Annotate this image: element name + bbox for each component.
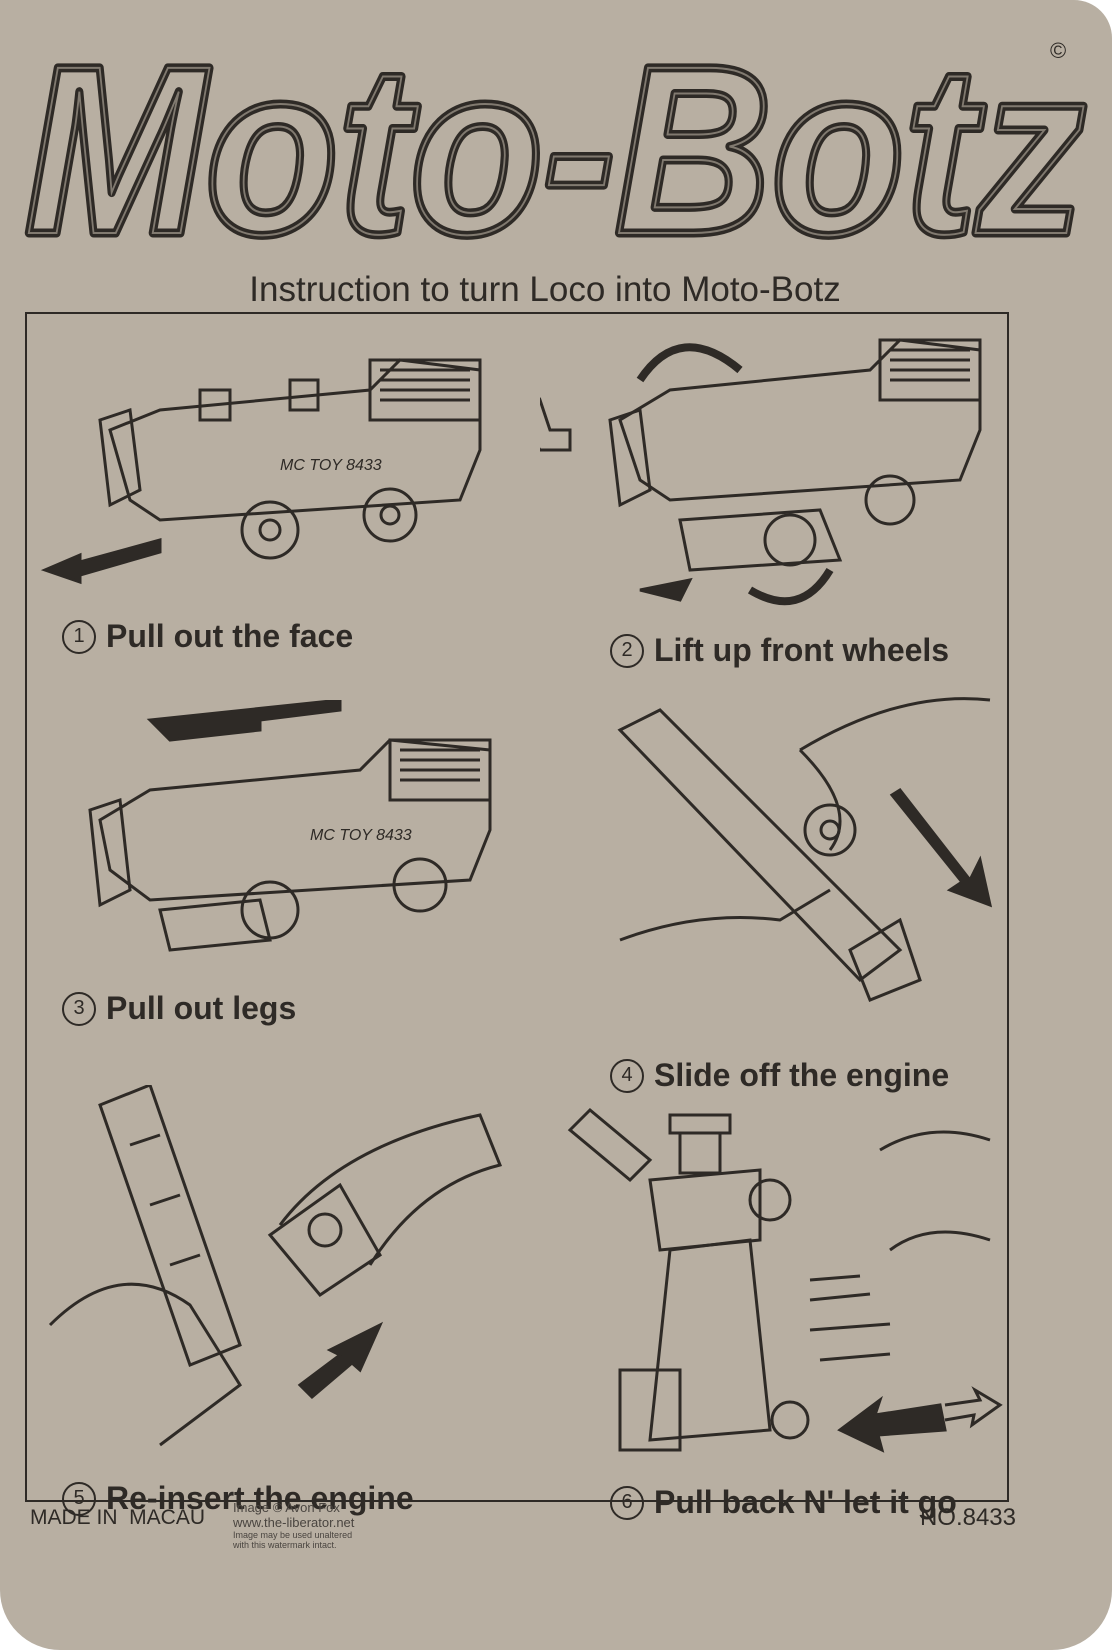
step-label: Slide off the engine (654, 1057, 950, 1093)
step-number: 4 (610, 1058, 644, 1093)
step-number: 1 (62, 619, 96, 654)
watermark-note: Image may be used unaltered (233, 1530, 353, 1540)
step-1-illustration: MC TOY 8433 (40, 330, 500, 590)
instruction-frame (25, 312, 1009, 1502)
step-3-caption: 3 Pull out legs (62, 990, 296, 1027)
svg-text:Moto-Botz: Moto-Botz (25, 18, 1085, 263)
subtitle: Instruction to turn Loco into Moto-Botz (249, 270, 841, 309)
image-watermark: Image © Avon Fox www.the-liberator.net I… (233, 1500, 354, 1550)
watermark-credit: Image © Avon Fox (233, 1500, 340, 1515)
model-number: NO.8433 (919, 1504, 1016, 1531)
step-4-caption: 4 Slide off the engine (610, 1057, 949, 1094)
step-5-caption: 5 Re-insert the engine (62, 1480, 414, 1517)
step-label: Pull out the face (106, 618, 354, 654)
step-2-caption: 2 Lift up front wheels (610, 632, 949, 669)
step-1-caption: 1 Pull out the face (62, 618, 353, 655)
step-5-illustration (40, 1083, 530, 1465)
step-6-caption: 6 Pull back N' let it go (610, 1484, 957, 1521)
step-label: Re-insert the engine (106, 1480, 414, 1516)
step-4-illustration (600, 690, 1000, 1050)
step-3-illustration: MC TOY 8433 (70, 698, 530, 980)
toy-marking: MC TOY 8433 (280, 457, 382, 474)
step-6-illustration (560, 1100, 1010, 1470)
step-2-illustration (518, 330, 1000, 620)
step-label: Pull out legs (106, 990, 297, 1026)
svg-text:Moto-Botz: Moto-Botz (25, 18, 1085, 263)
made-in-label: MADE IN MACAU (30, 1506, 206, 1529)
step-number: 3 (62, 991, 96, 1026)
step-number: 2 (610, 633, 644, 668)
moto-botz-logo: Moto-Botz Moto-Botz (21, 18, 1090, 263)
step-label: Lift up front wheels (654, 632, 950, 668)
watermark-url: www.the-liberator.net (233, 1515, 355, 1530)
step-label: Pull back N' let it go (654, 1484, 957, 1520)
copyright-mark: © (1050, 38, 1067, 63)
watermark-note: with this watermark intact. (233, 1540, 337, 1550)
step-number: 6 (610, 1485, 644, 1520)
svg-text:MC TOY 8433: MC TOY 8433 (310, 827, 412, 844)
step-number: 5 (62, 1481, 96, 1516)
